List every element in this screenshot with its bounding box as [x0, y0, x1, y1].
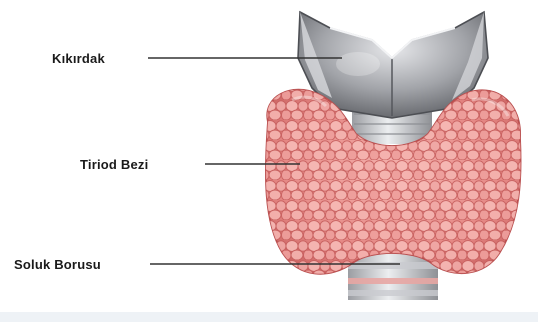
label-thyroid-gland: Tiriod Bezi: [80, 157, 148, 172]
label-cartilage: Kıkırdak: [52, 51, 105, 66]
label-trachea: Soluk Borusu: [14, 257, 101, 272]
